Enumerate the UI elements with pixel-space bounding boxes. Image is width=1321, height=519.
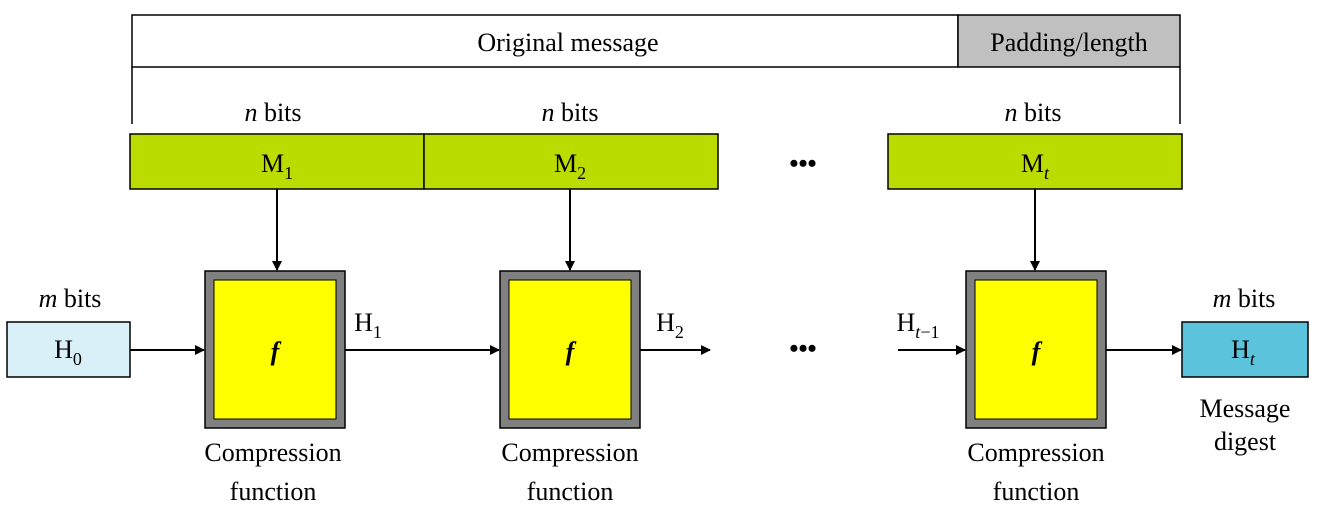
f2-caption-line2: function — [527, 477, 614, 506]
h0-label: H0 — [54, 335, 82, 369]
h1-label: H1 — [354, 308, 382, 342]
f2-symbol: f — [566, 337, 577, 366]
h0-size-label: m bits — [39, 284, 102, 313]
block-m1 — [129, 133, 425, 190]
ellipsis-chain: ••• — [789, 334, 816, 363]
compression-function-1: f — [204, 270, 346, 429]
f1-symbol: f — [271, 337, 282, 366]
ellipsis-blocks: ••• — [789, 149, 816, 178]
ht-minus-1-label: Ht−1 — [897, 308, 940, 342]
compression-function-2: f — [499, 270, 641, 429]
block-t-size-label: n bits — [1004, 98, 1061, 127]
f1-caption-line2: function — [230, 477, 317, 506]
block-2-size-label: n bits — [541, 98, 598, 127]
ft-symbol: f — [1032, 337, 1043, 366]
original-message-box — [131, 14, 959, 68]
block-mt — [887, 133, 1183, 190]
digest-caption-line1: Message — [1200, 394, 1291, 423]
ht-size-label: m bits — [1213, 284, 1276, 313]
original-message-label: Original message — [477, 28, 658, 57]
block-1-size-label: n bits — [244, 98, 301, 127]
padding-length-box — [957, 14, 1181, 68]
block-m2 — [423, 133, 719, 190]
ht-box — [1181, 321, 1309, 378]
compression-function-t: f — [965, 270, 1107, 429]
h0-box — [6, 321, 131, 378]
f1-caption-line1: Compression — [204, 438, 341, 467]
block-m1-label: M1 — [261, 149, 293, 183]
f2-caption-line1: Compression — [501, 438, 638, 467]
block-mt-label: Mt — [1021, 149, 1050, 183]
block-m2-label: M2 — [554, 149, 586, 183]
h2-label: H2 — [656, 308, 684, 342]
padding-length-label: Padding/length — [990, 28, 1147, 57]
ht-label: Ht — [1231, 335, 1256, 369]
ft-caption-line2: function — [993, 477, 1080, 506]
ft-caption-line1: Compression — [967, 438, 1104, 467]
digest-caption-line2: digest — [1214, 427, 1277, 456]
